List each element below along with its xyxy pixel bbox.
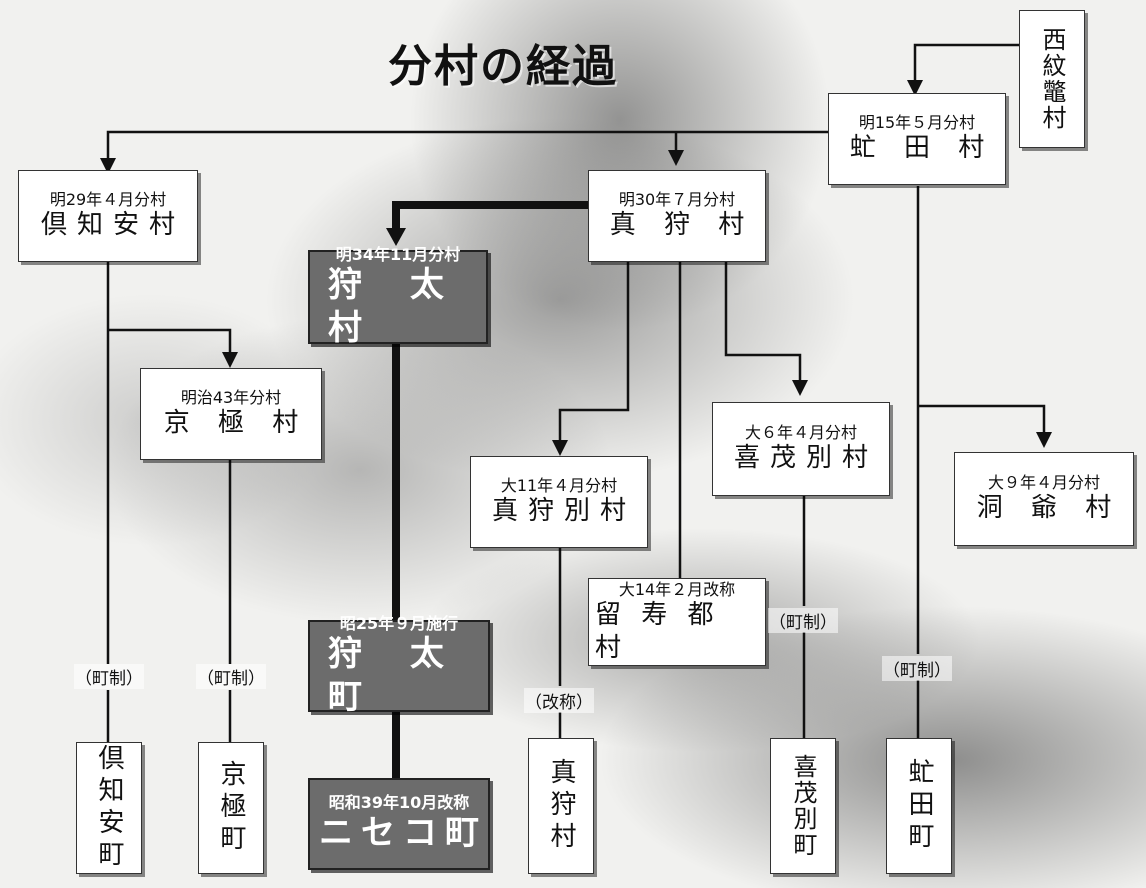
kutchan-village-box: 明29年４月分村 倶知安村 xyxy=(18,170,198,262)
abuta-town-box: 虻田町 xyxy=(886,738,952,874)
arrow-abuta xyxy=(907,80,923,96)
arrow-makkari xyxy=(668,150,684,166)
kyogoku-note: 明治43年分村 xyxy=(180,388,282,408)
kimobetsu-village-box: 大６年４月分村 喜茂別村 xyxy=(712,402,890,496)
line-kutchan-kyogoku xyxy=(108,328,232,356)
makkari-final-box: 真狩村 xyxy=(528,738,594,874)
arrow-kyogoku xyxy=(222,352,238,368)
kutchan-note: 明29年４月分村 xyxy=(49,190,167,210)
line-nishimonbetsu-abuta xyxy=(913,43,1019,82)
line-abuta-kutchan xyxy=(106,130,828,160)
niseko-town-note: 昭和39年10月改称 xyxy=(328,793,470,813)
kimobetsu-note: 大６年４月分村 xyxy=(744,423,857,443)
makkari-note: 明30年７月分村 xyxy=(618,190,736,210)
kyogoku-name: 京 極 村 xyxy=(163,408,309,439)
arrow-toya xyxy=(1036,432,1052,448)
abuta-note: 明15年５月分村 xyxy=(858,113,976,133)
niseko-town-box: 昭和39年10月改称 ニセコ町 xyxy=(308,778,490,870)
makkaribetsu-village-box: 大11年４月分村 真狩別村 xyxy=(470,456,648,548)
line-makkari-kaributo xyxy=(392,201,588,232)
line-abuta-toya xyxy=(918,404,1046,438)
rusutsu-village-box: 大14年２月改称 留 寿 都 村 xyxy=(588,578,766,666)
makkari-rename-label: （改称） xyxy=(524,688,594,713)
kimobetsu-name: 喜茂別村 xyxy=(733,443,878,474)
page-title: 分村の経過 xyxy=(388,41,618,92)
kaributo-town-note: 昭25年９月施行 xyxy=(339,613,459,633)
nishimonbetsu-name: 西紋鼈村 xyxy=(1038,27,1066,131)
rusutsu-note: 大14年２月改称 xyxy=(618,579,736,599)
kaributo-town-name: 狩 太 町 xyxy=(328,634,462,717)
kaributo-town-box: 昭25年９月施行 狩 太 町 xyxy=(308,614,490,717)
arrow-makkaribetsu xyxy=(552,440,568,456)
toya-name: 洞 爺 村 xyxy=(976,493,1122,524)
arrow-kaributo xyxy=(386,228,406,246)
toya-village-box: 大９年４月分村 洞 爺 村 xyxy=(954,452,1134,546)
kutchan-town-label: （町制） xyxy=(74,664,144,689)
kutchan-town-box: 倶知安町 xyxy=(76,742,142,874)
toya-note: 大９年４月分村 xyxy=(987,473,1100,493)
niseko-town-name: ニセコ町 xyxy=(319,813,487,854)
kyogoku-village-box: 明治43年分村 京 極 村 xyxy=(140,368,322,460)
kyogoku-town-box: 京極町 xyxy=(198,742,264,874)
kimobetsu-town-label: （町制） xyxy=(768,608,838,633)
makkari-name: 真 狩 村 xyxy=(609,210,755,241)
arrow-kimobetsu xyxy=(792,380,808,396)
abuta-name: 虻 田 村 xyxy=(849,133,995,164)
kyogoku-town-name: 京極町 xyxy=(216,760,246,856)
makkaribetsu-name: 真狩別村 xyxy=(491,496,636,527)
nishimonbetsu-village-box: 西紋鼈村 xyxy=(1019,10,1085,148)
line-makkari-kimobetsu xyxy=(724,262,802,384)
kutchan-name: 倶知安村 xyxy=(40,210,185,241)
makkari-village-box: 明30年７月分村 真 狩 村 xyxy=(588,170,766,262)
rusutsu-name: 留 寿 都 村 xyxy=(595,600,720,663)
kimobetsu-town-name: 喜茂別町 xyxy=(789,754,817,858)
kaributo-village-box: 明34年11月分村 狩 太 村 xyxy=(308,245,488,348)
kimobetsu-town-box: 喜茂別町 xyxy=(770,738,836,874)
line-makkari-makkaribetsu xyxy=(558,262,630,446)
kaributo-village-note: 明34年11月分村 xyxy=(335,244,461,264)
kaributo-village-name: 狩 太 村 xyxy=(328,265,462,348)
abuta-town-name: 虻田町 xyxy=(904,758,934,854)
kutchan-town-name: 倶知安町 xyxy=(94,744,124,872)
abuta-town-label: （町制） xyxy=(882,656,952,681)
makkaribetsu-note: 大11年４月分村 xyxy=(500,476,618,496)
kyogoku-town-label: （町制） xyxy=(196,664,266,689)
abuta-village-box: 明15年５月分村 虻 田 村 xyxy=(828,93,1006,185)
arrow-kutchan xyxy=(100,158,116,174)
makkari-final-name: 真狩村 xyxy=(546,758,576,854)
